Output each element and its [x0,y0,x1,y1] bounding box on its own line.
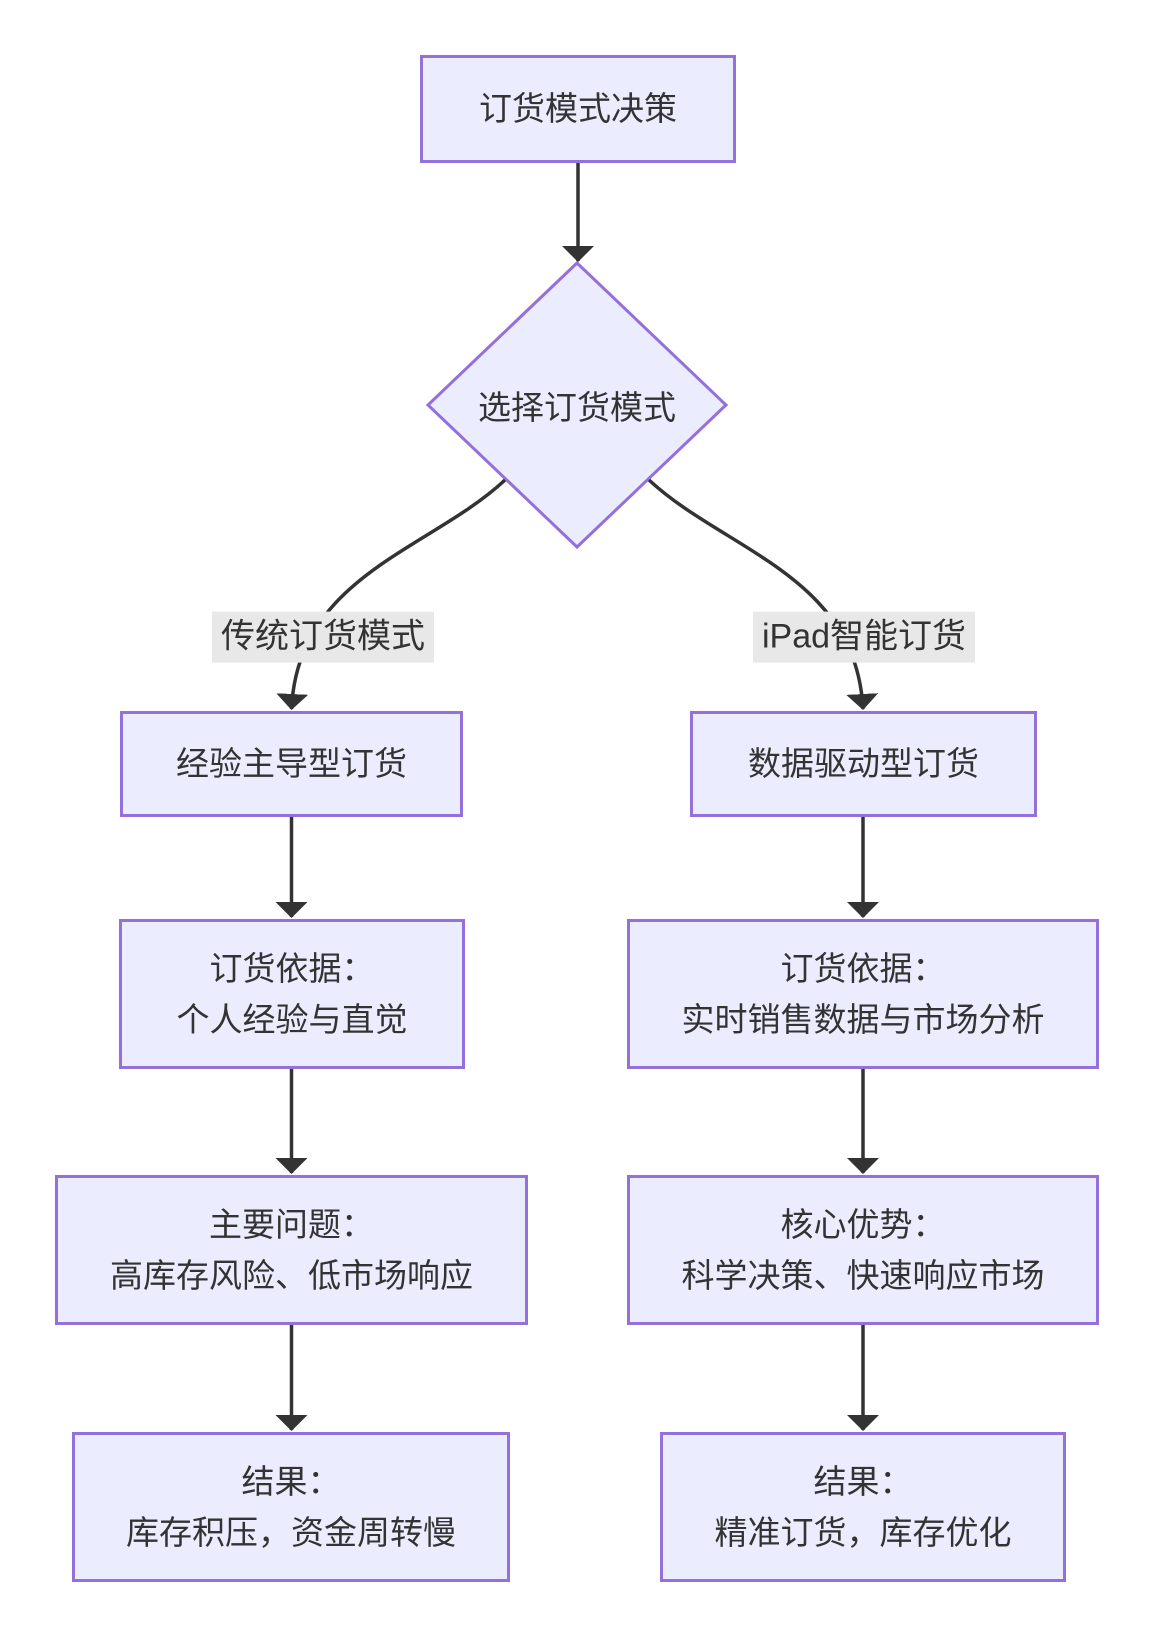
node-label-line1: 结果： [813,1462,913,1500]
node-experience-led-ordering: 经验主导型订货 [120,711,463,817]
node-label: 经验主导型订货 [176,745,407,783]
node-data-result: 结果： 精准订货，库存优化 [660,1432,1066,1582]
node-label-line2: 精准订货，库存优化 [714,1514,1012,1551]
node-start-order-mode-decision: 订货模式决策 [420,55,736,163]
node-label-line1: 核心优势： [780,1205,946,1243]
node-data-ordering-basis: 订货依据： 实时销售数据与市场分析 [627,919,1099,1069]
node-exp-ordering-basis: 订货依据： 个人经验与直觉 [119,919,465,1069]
node-label-line2: 科学决策、快速响应市场 [681,1257,1045,1294]
node-label-line1: 主要问题： [209,1205,374,1243]
node-data-core-advantages: 核心优势： 科学决策、快速响应市场 [627,1175,1099,1325]
node-label: 选择订货模式 [478,389,676,426]
node-exp-result: 结果： 库存积压，资金周转慢 [72,1432,510,1582]
node-decision-choose-order-mode: 选择订货模式 [447,375,707,435]
edge-decision-exp1 [276,478,507,710]
edge-label-ipad-smart-ordering: iPad智能订货 [752,611,976,663]
decision-diamond-shape [425,260,729,550]
node-label: 订货模式决策 [479,90,677,128]
node-label-line1: 订货依据： [209,949,375,987]
node-label-line2: 高库存风险、低市场响应 [110,1257,473,1294]
node-label-line2: 库存积压，资金周转慢 [126,1514,456,1551]
node-label-line1: 结果： [241,1462,341,1500]
edge-decision-data1 [647,478,879,710]
node-data-driven-ordering: 数据驱动型订货 [690,711,1037,817]
node-label-line1: 订货依据： [780,949,946,987]
node-label: 数据驱动型订货 [748,745,979,783]
node-label-line2: 实时销售数据与市场分析 [681,1001,1045,1038]
node-label-line2: 个人经验与直觉 [176,1001,408,1038]
edge-label-traditional-mode: 传统订货模式 [212,611,434,663]
node-exp-main-problems: 主要问题： 高库存风险、低市场响应 [55,1175,528,1325]
